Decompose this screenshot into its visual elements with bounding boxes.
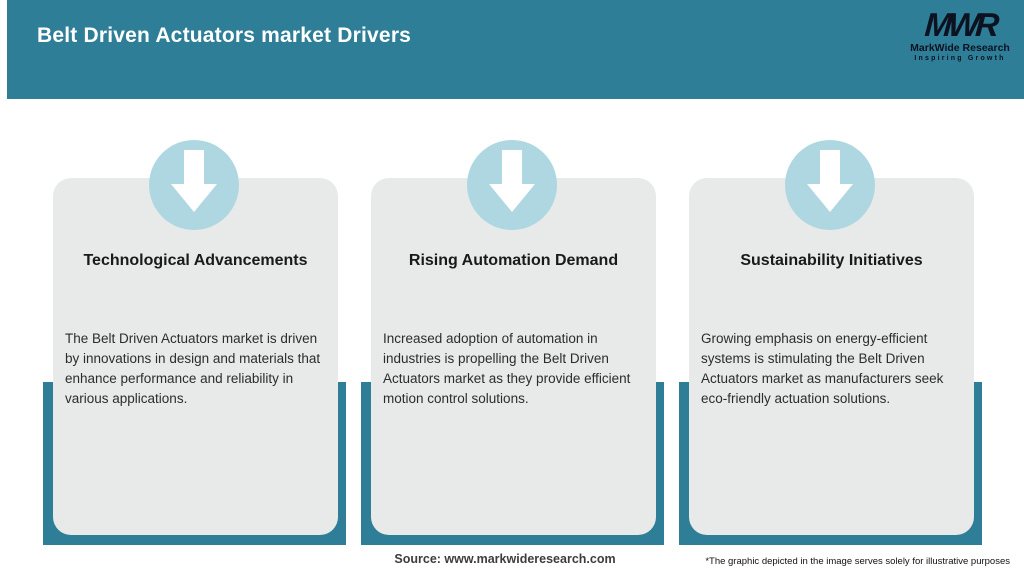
driver-card xyxy=(371,178,656,535)
card-body-text: The Belt Driven Actuators market is driv… xyxy=(65,331,321,406)
logo-tagline: Inspiring Growth xyxy=(914,55,1006,62)
driver-card xyxy=(689,178,974,535)
page-title: Belt Driven Actuators market Drivers xyxy=(37,24,412,47)
card-title: Rising Automation Demand xyxy=(408,252,619,269)
down-arrow-icon xyxy=(149,140,239,230)
driver-card-group: Technological Advancements The Belt Driv… xyxy=(43,0,346,576)
disclaimer-note: *The graphic depicted in the image serve… xyxy=(705,556,1010,567)
header-bar: Belt Driven Actuators market Drivers MWR… xyxy=(7,0,1024,99)
card-title: Sustainability Initiatives xyxy=(740,252,923,269)
logo-company-name: MarkWide Research xyxy=(910,42,1010,54)
source-attribution: Source: www.markwideresearch.com xyxy=(394,552,616,566)
driver-card xyxy=(53,178,338,535)
markwide-research-logo: MWR MarkWide Research Inspiring Growth xyxy=(910,6,1010,62)
down-arrow-icon xyxy=(467,140,557,230)
card-title: Technological Advancements xyxy=(83,252,308,269)
down-arrow-icon xyxy=(785,140,875,230)
card-body-text: Growing emphasis on energy-efficient sys… xyxy=(701,331,944,406)
card-body-text: Increased adoption of automation in indu… xyxy=(383,331,631,406)
driver-card-group: Sustainability Initiatives Growing empha… xyxy=(679,0,982,576)
driver-card-group: Rising Automation Demand Increased adopt… xyxy=(361,0,664,576)
